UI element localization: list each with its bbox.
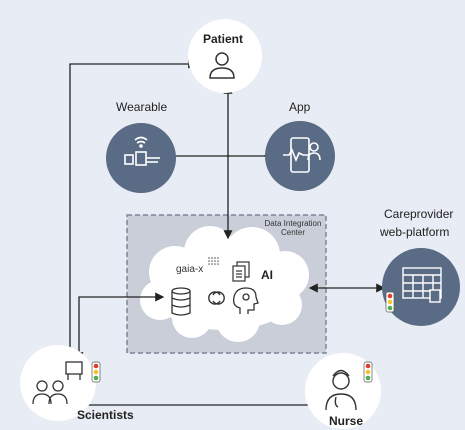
traffic-light-icon — [385, 291, 395, 313]
database-icon — [171, 287, 191, 316]
careprovider-label-line2: web-platform — [380, 225, 450, 239]
scientists-group-icon — [32, 361, 83, 405]
scientists-node — [20, 345, 96, 421]
careprovider-node — [382, 248, 460, 326]
brain-gear-icon — [232, 287, 259, 314]
scientists-label: Scientists — [77, 408, 134, 422]
patient-label: Patient — [203, 32, 244, 46]
dots-grid-icon — [208, 257, 219, 265]
nurse-node — [305, 353, 381, 429]
wearable-node — [106, 123, 176, 193]
app-node — [265, 121, 335, 191]
data-center-title-line2: Center — [280, 228, 305, 237]
connections — [65, 59, 386, 410]
gaia-x-logo: gaia-x — [176, 264, 204, 275]
web-dashboard-icon — [402, 267, 442, 303]
app-label: App — [289, 100, 311, 114]
ai-label: AI — [261, 268, 273, 282]
scientists-patient-line — [65, 59, 198, 362]
scientists-database-line — [74, 292, 165, 362]
person-icon — [209, 52, 235, 79]
nurse-label: Nurse — [329, 414, 364, 428]
careprovider-label-line1: Careprovider — [384, 207, 454, 221]
wearable-label: Wearable — [116, 100, 168, 114]
traffic-light-icon — [91, 361, 101, 383]
sync-icon — [208, 291, 225, 305]
patient-node — [188, 19, 262, 93]
documents-icon — [232, 261, 250, 282]
traffic-light-icon — [363, 361, 373, 383]
smartwatch-wifi-icon — [124, 136, 160, 166]
smartphone-doctor-icon — [283, 137, 321, 173]
nurse-icon — [325, 369, 357, 411]
data-center-title-line1: Data Integration — [264, 219, 322, 228]
